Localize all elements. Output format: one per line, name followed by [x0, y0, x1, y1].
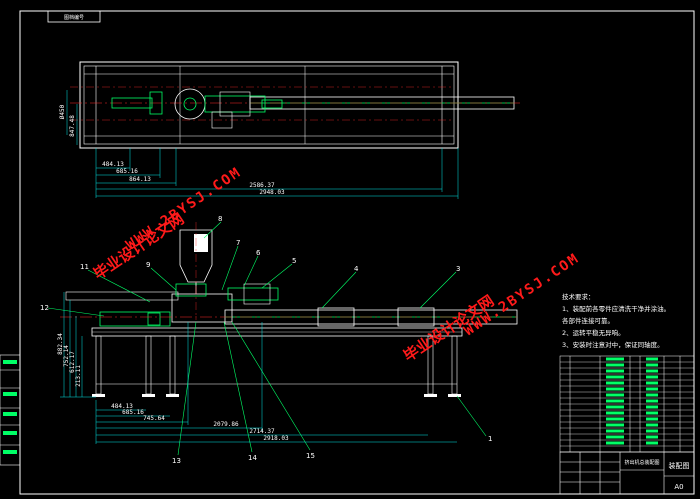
parts-entry-mark [646, 411, 658, 415]
watermarks: 毕业设计论文网 WWW.2BYSJ.COM 毕业设计论文网 WWW.2BYSJ.… [90, 164, 582, 365]
top-hdim-2: 685.16 [116, 168, 138, 175]
top-vdim-1: Ø450 [59, 104, 66, 119]
parts-entry-mark [606, 393, 624, 397]
tech-title: 技术要求： [562, 292, 595, 301]
callouts: 1 3 4 5 6 7 8 9 11 12 13 14 15 [40, 215, 492, 465]
callout-11: 11 [80, 263, 89, 271]
side-code: 装配图 [669, 461, 690, 470]
tech-item-3: 2、运转平稳无异响。 [562, 328, 625, 337]
parts-entry-mark [646, 435, 658, 439]
parts-entry-mark [606, 399, 624, 403]
callout-14: 14 [248, 454, 257, 462]
front-hdim-6: 2918.03 [263, 435, 289, 442]
tech-requirements: 技术要求： 1、装配前各零件应清洗干净并涂油。 各部件连接可靠。 2、运转平稳无… [562, 292, 670, 349]
callout-8: 8 [218, 215, 222, 223]
callout-3: 3 [456, 265, 460, 273]
tech-item-1: 1、装配前各零件应清洗干净并涂油。 [562, 304, 670, 313]
parts-list-entries [606, 357, 658, 445]
parts-entry-mark [606, 429, 624, 433]
callout-12: 12 [40, 304, 49, 312]
parts-entry-mark [646, 393, 658, 397]
parts-entry-mark [646, 363, 658, 367]
callout-15: 15 [306, 452, 315, 460]
parts-entry-mark [606, 405, 624, 409]
parts-entry-mark [606, 363, 624, 367]
tech-item-4: 3、安装时注意对中，保证同轴度。 [562, 340, 664, 349]
parts-entry-mark [606, 369, 624, 373]
front-hdim-3: 745.64 [143, 415, 165, 422]
front-hdim-1: 484.13 [111, 403, 133, 410]
title-block [559, 451, 695, 495]
front-hdim-5: 2714.37 [249, 428, 275, 435]
callout-leaders [47, 221, 487, 456]
parts-entry-mark [606, 435, 624, 439]
parts-entry-mark [606, 411, 624, 415]
callout-4: 4 [354, 265, 359, 273]
top-hdim-3: 864.13 [129, 176, 151, 183]
callout-5: 5 [292, 257, 296, 265]
parts-entry-mark [606, 417, 624, 421]
parts-entry-mark [646, 441, 658, 445]
top-view [70, 61, 520, 149]
parts-entry-mark [646, 423, 658, 427]
parts-entry-mark [646, 369, 658, 373]
front-hdim-4: 2079.86 [213, 421, 239, 428]
drawing-name: 挤出机总装配图 [624, 459, 659, 466]
parts-entry-mark [606, 381, 624, 385]
parts-entry-mark [646, 387, 658, 391]
parts-entry-mark [646, 429, 658, 433]
top-hdim-1: 484.13 [102, 161, 124, 168]
front-vdim-3: 612.17 [69, 351, 76, 373]
parts-entry-mark [646, 381, 658, 385]
tech-item-2: 各部件连接可靠。 [562, 316, 614, 325]
callout-9: 9 [146, 261, 150, 269]
parts-entry-mark [646, 375, 658, 379]
left-strip [0, 354, 21, 466]
callout-6: 6 [256, 249, 261, 257]
top-vdim-2: 847.48 [69, 115, 76, 137]
top-hdim-5: 2948.03 [259, 189, 285, 196]
callout-13: 13 [172, 457, 181, 465]
front-view [60, 222, 520, 397]
left-strip-marks [3, 360, 17, 454]
front-vdim-2: 752.14 [63, 345, 70, 367]
header-tag: 图档编号 [64, 14, 84, 21]
callout-7: 7 [236, 239, 240, 247]
parts-entry-mark [606, 423, 624, 427]
top-view-vdims [66, 90, 78, 145]
front-vdim-4: 213.11 [75, 365, 82, 387]
parts-entry-mark [646, 399, 658, 403]
callout-1: 1 [488, 435, 492, 443]
top-hdim-4: 2586.37 [249, 182, 275, 189]
outer-frame [19, 10, 695, 495]
parts-entry-mark [606, 375, 624, 379]
front-vdims [60, 292, 96, 398]
top-view-hdims [95, 148, 459, 199]
parts-entry-mark [606, 357, 624, 361]
header-tag-box [47, 10, 101, 23]
front-vdim-1: 882.34 [57, 333, 64, 355]
parts-entry-mark [606, 441, 624, 445]
sheet-size: A0 [674, 483, 683, 491]
front-hdims [95, 322, 457, 444]
front-hdim-2: 685.16 [122, 409, 144, 416]
parts-entry-mark [646, 417, 658, 421]
parts-list-rows [560, 361, 694, 447]
parts-entry-mark [646, 357, 658, 361]
parts-entry-mark [606, 387, 624, 391]
parts-entry-mark [646, 405, 658, 409]
